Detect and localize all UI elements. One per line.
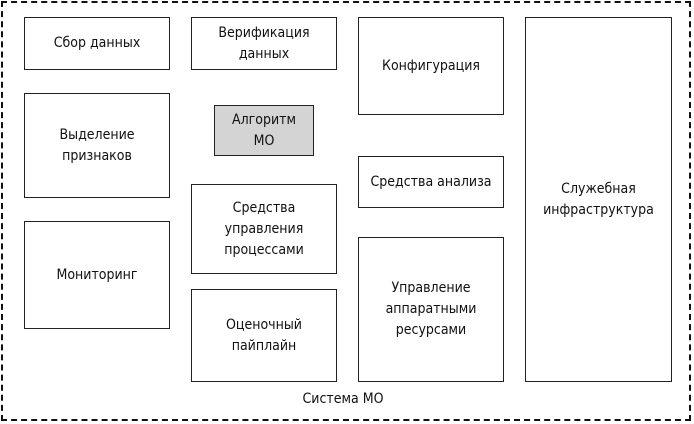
box-analysis-tools: Средства анализа xyxy=(358,156,504,208)
box-serving-infrastructure: Служебная инфраструктура xyxy=(525,17,672,382)
box-data-collection: Сбор данных xyxy=(24,17,170,70)
box-data-verification: Верификация данных xyxy=(191,17,337,70)
box-label: Алгоритм МО xyxy=(231,111,296,149)
box-label: Средства управления процессами xyxy=(224,199,304,258)
box-label: Конфигурация xyxy=(382,57,480,74)
box-monitoring: Мониторинг xyxy=(24,221,170,329)
box-ml-algorithm: Алгоритм МО xyxy=(214,105,314,156)
box-label: Средства анализа xyxy=(370,173,492,190)
box-process-management-tools: Средства управления процессами xyxy=(191,184,337,274)
box-machine-resource-management: Управление аппаратными ресурсами xyxy=(358,237,504,382)
system-label: Система МО xyxy=(302,391,384,407)
box-evaluation-pipeline: Оценочный пайплайн xyxy=(191,289,337,382)
box-label: Управление аппаратными ресурсами xyxy=(385,280,477,338)
box-label: Сбор данных xyxy=(53,35,141,51)
box-label: Мониторинг xyxy=(56,266,138,283)
box-label: Верификация данных xyxy=(218,24,310,62)
box-label: Оценочный пайплайн xyxy=(226,316,302,354)
box-feature-extraction: Выделение признаков xyxy=(24,93,170,198)
box-label: Служебная инфраструктура xyxy=(543,180,654,218)
box-label: Выделение признаков xyxy=(59,126,135,164)
box-configuration: Конфигурация xyxy=(358,17,504,115)
